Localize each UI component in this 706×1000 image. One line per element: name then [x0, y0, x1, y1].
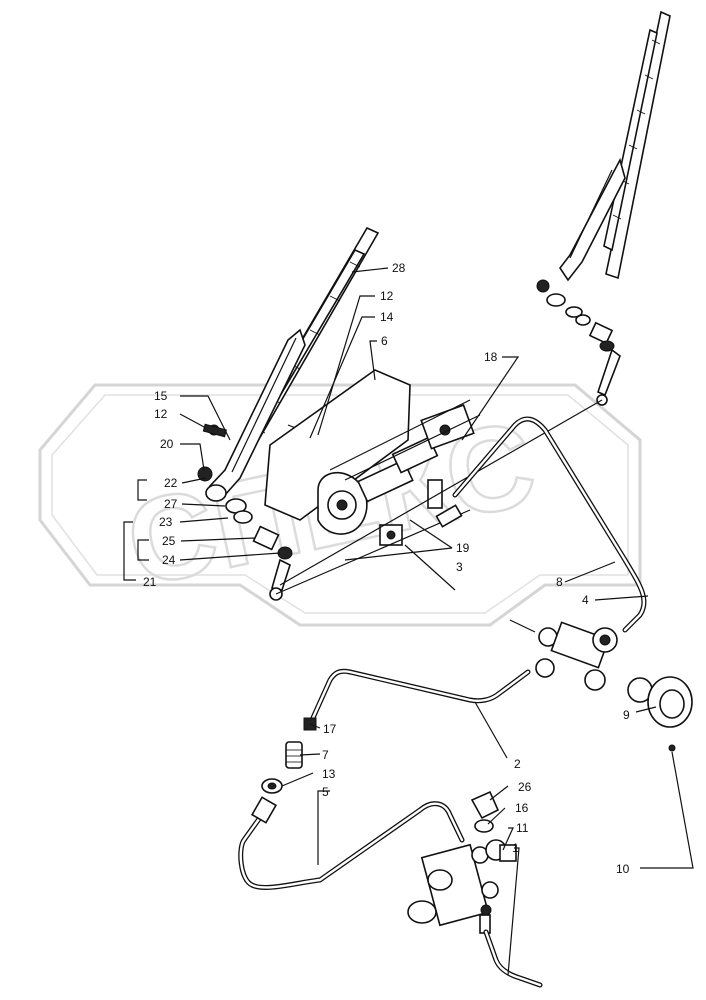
callout-18: 18 [484, 350, 498, 364]
callout-22: 22 [164, 476, 178, 490]
callout-10: 10 [616, 862, 630, 876]
callout-12-lower: 12 [154, 407, 168, 421]
callout-labels: 28 12 14 6 18 15 12 20 22 27 23 25 24 21… [143, 261, 630, 876]
callout-6: 6 [381, 334, 388, 348]
valve-block [407, 790, 517, 934]
callout-8: 8 [556, 575, 563, 589]
callout-1: 1 [512, 841, 519, 855]
callout-26: 26 [518, 780, 532, 794]
callout-27: 27 [164, 497, 178, 511]
callout-19: 19 [456, 541, 470, 555]
callout-28: 28 [392, 261, 406, 275]
washer-hose-2 [309, 668, 531, 723]
left-pivot-stack [197, 423, 293, 601]
callout-9: 9 [623, 708, 630, 722]
callout-11: 11 [516, 821, 529, 835]
nut-13 [261, 778, 283, 794]
callout-7: 7 [322, 748, 329, 762]
callout-16: 16 [515, 801, 529, 815]
callout-20: 20 [160, 437, 174, 451]
callout-17: 17 [323, 722, 337, 736]
callout-2: 2 [514, 757, 521, 771]
right-wiper-arm [559, 157, 626, 282]
callout-23: 23 [159, 515, 173, 529]
callout-4: 4 [582, 593, 589, 607]
rod-3 [404, 544, 456, 591]
callout-24: 24 [162, 553, 176, 567]
right-pivot-stack [536, 279, 621, 406]
washer-hose-8-4 [452, 416, 647, 633]
callout-14: 14 [380, 310, 394, 324]
callout-3: 3 [456, 560, 463, 574]
callout-15: 15 [154, 389, 168, 403]
washer-hose-5 [238, 796, 465, 890]
fitting-7 [285, 741, 303, 769]
washer-hose-1 [483, 929, 543, 988]
callout-21: 21 [143, 575, 157, 589]
callout-12-upper: 12 [380, 289, 394, 303]
wiper-motor-assembly [264, 369, 481, 546]
callout-13: 13 [322, 767, 336, 781]
leader-lines [123, 267, 694, 976]
washer-valve-9 [509, 619, 693, 752]
callout-5: 5 [322, 785, 329, 799]
callout-25: 25 [162, 534, 176, 548]
right-wiper-blade [603, 10, 671, 280]
